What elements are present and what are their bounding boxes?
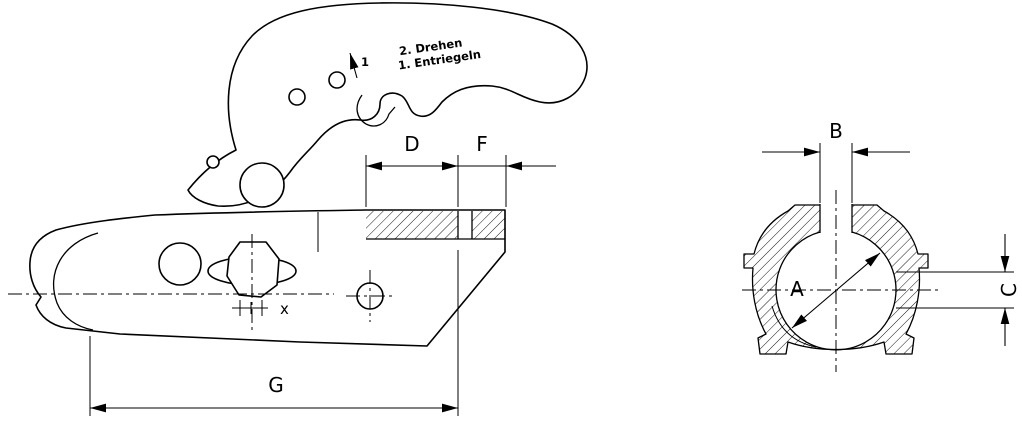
pivot-bolt-circle xyxy=(239,162,285,208)
front-view: B A C xyxy=(742,119,1021,372)
seat-arc-detail xyxy=(771,305,817,348)
unlock-arrow-number: 1 xyxy=(361,55,369,69)
body-bolt-hole xyxy=(158,242,202,286)
flange-hatch-right xyxy=(472,211,505,239)
yoke-section-hatch xyxy=(744,205,928,354)
dim-line-a xyxy=(791,252,881,329)
ball-socket-cavity-arc xyxy=(52,232,99,331)
handle-hole-small xyxy=(288,88,306,106)
release-pawl-detail xyxy=(356,94,396,127)
handle-hole-lock xyxy=(328,71,346,89)
dim-label-c: C xyxy=(997,283,1021,297)
surface-finish-label: x xyxy=(280,300,289,318)
dim-label-g: G xyxy=(268,373,284,397)
handle-pin-hole xyxy=(206,155,220,169)
dim-label-a: A xyxy=(790,277,804,301)
dim-label-b: B xyxy=(829,119,843,143)
hex-plate-detail xyxy=(226,241,280,298)
flange-hatch-left xyxy=(366,211,458,239)
unlock-arrow xyxy=(349,52,359,79)
dim-label-f: F xyxy=(476,132,488,156)
side-view: x 2. Drehen 1. Entriegeln 1 D F G xyxy=(8,2,588,416)
surface-finish-symbol: x xyxy=(232,300,289,318)
dim-label-d: D xyxy=(404,132,419,156)
